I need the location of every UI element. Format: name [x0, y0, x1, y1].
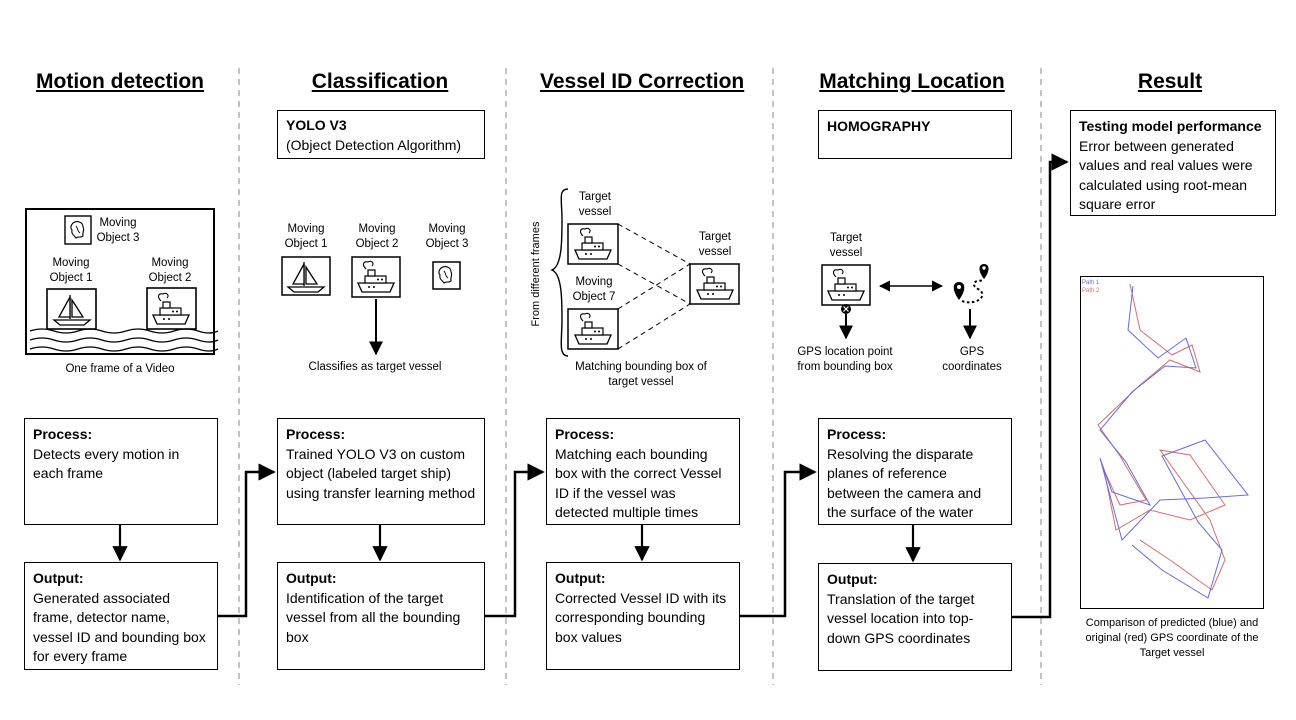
classification-title: Classification [311, 70, 449, 93]
yolo-box: YOLO V3 (Object Detection Algorithm) [277, 110, 485, 159]
output-label: Output: [286, 570, 337, 586]
target-vessel-label-top: Target vessel [578, 191, 612, 218]
process-text: Matching each bounding box with the corr… [555, 445, 722, 521]
vessel-id-correction-title: Vessel ID Correction [540, 70, 745, 93]
process-label: Process: [286, 426, 346, 442]
performance-text: Error between generated values and real … [1079, 137, 1253, 213]
homography-ship-icon [821, 264, 871, 306]
original-path [1097, 283, 1226, 591]
video-frame [25, 208, 215, 355]
process-label: Process: [555, 426, 615, 442]
output-text: Generated associated frame, detector nam… [33, 589, 206, 665]
process-label: Process: [827, 426, 887, 442]
gps-point-marker-icon [841, 304, 851, 314]
target-vessel-label-right: Target vessel [698, 231, 732, 258]
gps-route-icon [953, 264, 989, 304]
connector-matching-to-result [1012, 153, 1069, 619]
matching-target-vessel-label: Target vessel [829, 232, 863, 259]
classification-output-box: Output: Identification of the target ves… [277, 562, 485, 670]
correction-process-box: Process: Matching each bounding box with… [546, 418, 740, 525]
gps-point-caption: GPS location point from bounding box [797, 346, 893, 373]
matching-output-box: Output: Translation of the target vessel… [818, 563, 1012, 671]
correction-output-box: Output: Corrected Vessel ID with its cor… [546, 562, 740, 670]
frame-blob-icon [64, 215, 92, 245]
result-caption: Comparison of predicted (blue) and origi… [1085, 617, 1259, 659]
gps-paths-plot [1097, 283, 1249, 599]
classify-caption: Classifies as target vessel [308, 361, 442, 373]
connector-classification-to-correction [485, 463, 545, 618]
corr-result-ship-icon [689, 263, 740, 305]
gps-coordinates-caption: GPS coordinates [942, 346, 1002, 373]
output-label: Output: [827, 571, 878, 587]
moving-object-1-label: Moving Object 1 [49, 257, 93, 284]
class-object-2-label: Moving Object 2 [355, 223, 399, 250]
moving-object-3-label: Moving Object 3 [96, 217, 140, 244]
output-text: Identification of the target vessel from… [286, 589, 461, 645]
frame-ship-icon [146, 287, 197, 330]
matching-dashed-lines [617, 223, 691, 350]
connector-correction-to-matching [740, 463, 817, 618]
process-text: Resolving the disparate planes of refere… [827, 445, 982, 521]
homography-box: HOMOGRAPHY [818, 110, 1012, 159]
output-text: Corrected Vessel ID with its correspondi… [555, 589, 727, 645]
connector-motion-to-classification [218, 463, 276, 618]
motion-detection-title: Motion detection [36, 70, 204, 93]
motion-process-box: Process: Detects every motion in each fr… [24, 418, 218, 525]
corr-target-ship-icon [567, 223, 619, 265]
result-title: Result [1137, 70, 1203, 93]
frame-caption: One frame of a Video [65, 363, 175, 375]
matching-process-box: Process: Resolving the disparate planes … [818, 418, 1012, 525]
output-text: Translation of the target vessel locatio… [827, 590, 975, 646]
frames-brace [550, 188, 569, 357]
classification-process-box: Process: Trained YOLO V3 on custom objec… [277, 418, 485, 525]
frame-sailboat-icon [46, 288, 97, 330]
motion-output-box: Output: Generated associated frame, dete… [24, 562, 218, 670]
legend-path-1: Path 1 [1082, 280, 1100, 286]
class-sailboat-icon [281, 256, 331, 296]
water-waves [29, 328, 219, 352]
yolo-title: YOLO V3 [286, 117, 347, 133]
output-label: Output: [33, 570, 84, 586]
class-blob-icon [432, 261, 461, 290]
predicted-path [1099, 285, 1249, 599]
class-object-3-label: Moving Object 3 [425, 223, 469, 250]
gps-plot-frame [1080, 276, 1264, 609]
output-label: Output: [555, 570, 606, 586]
class-ship-icon [351, 256, 401, 298]
homography-title: HOMOGRAPHY [827, 118, 931, 134]
process-label: Process: [33, 426, 93, 442]
corr-object7-ship-icon [567, 308, 619, 350]
moving-object-2-label: Moving Object 2 [148, 257, 192, 284]
performance-box: Testing model performance Error between … [1070, 110, 1276, 216]
performance-title: Testing model performance [1079, 118, 1262, 134]
matching-location-title: Matching Location [819, 70, 1005, 93]
matching-caption: Matching bounding box of target vessel [575, 361, 707, 388]
class-object-1-label: Moving Object 1 [284, 223, 328, 250]
legend-path-2: Path 2 [1082, 288, 1100, 294]
yolo-subtitle: (Object Detection Algorithm) [286, 136, 462, 153]
process-text: Detects every motion in each frame [33, 445, 180, 482]
moving-object-7-label: Moving Object 7 [572, 276, 616, 303]
process-text: Trained YOLO V3 on custom object (labele… [286, 445, 476, 501]
